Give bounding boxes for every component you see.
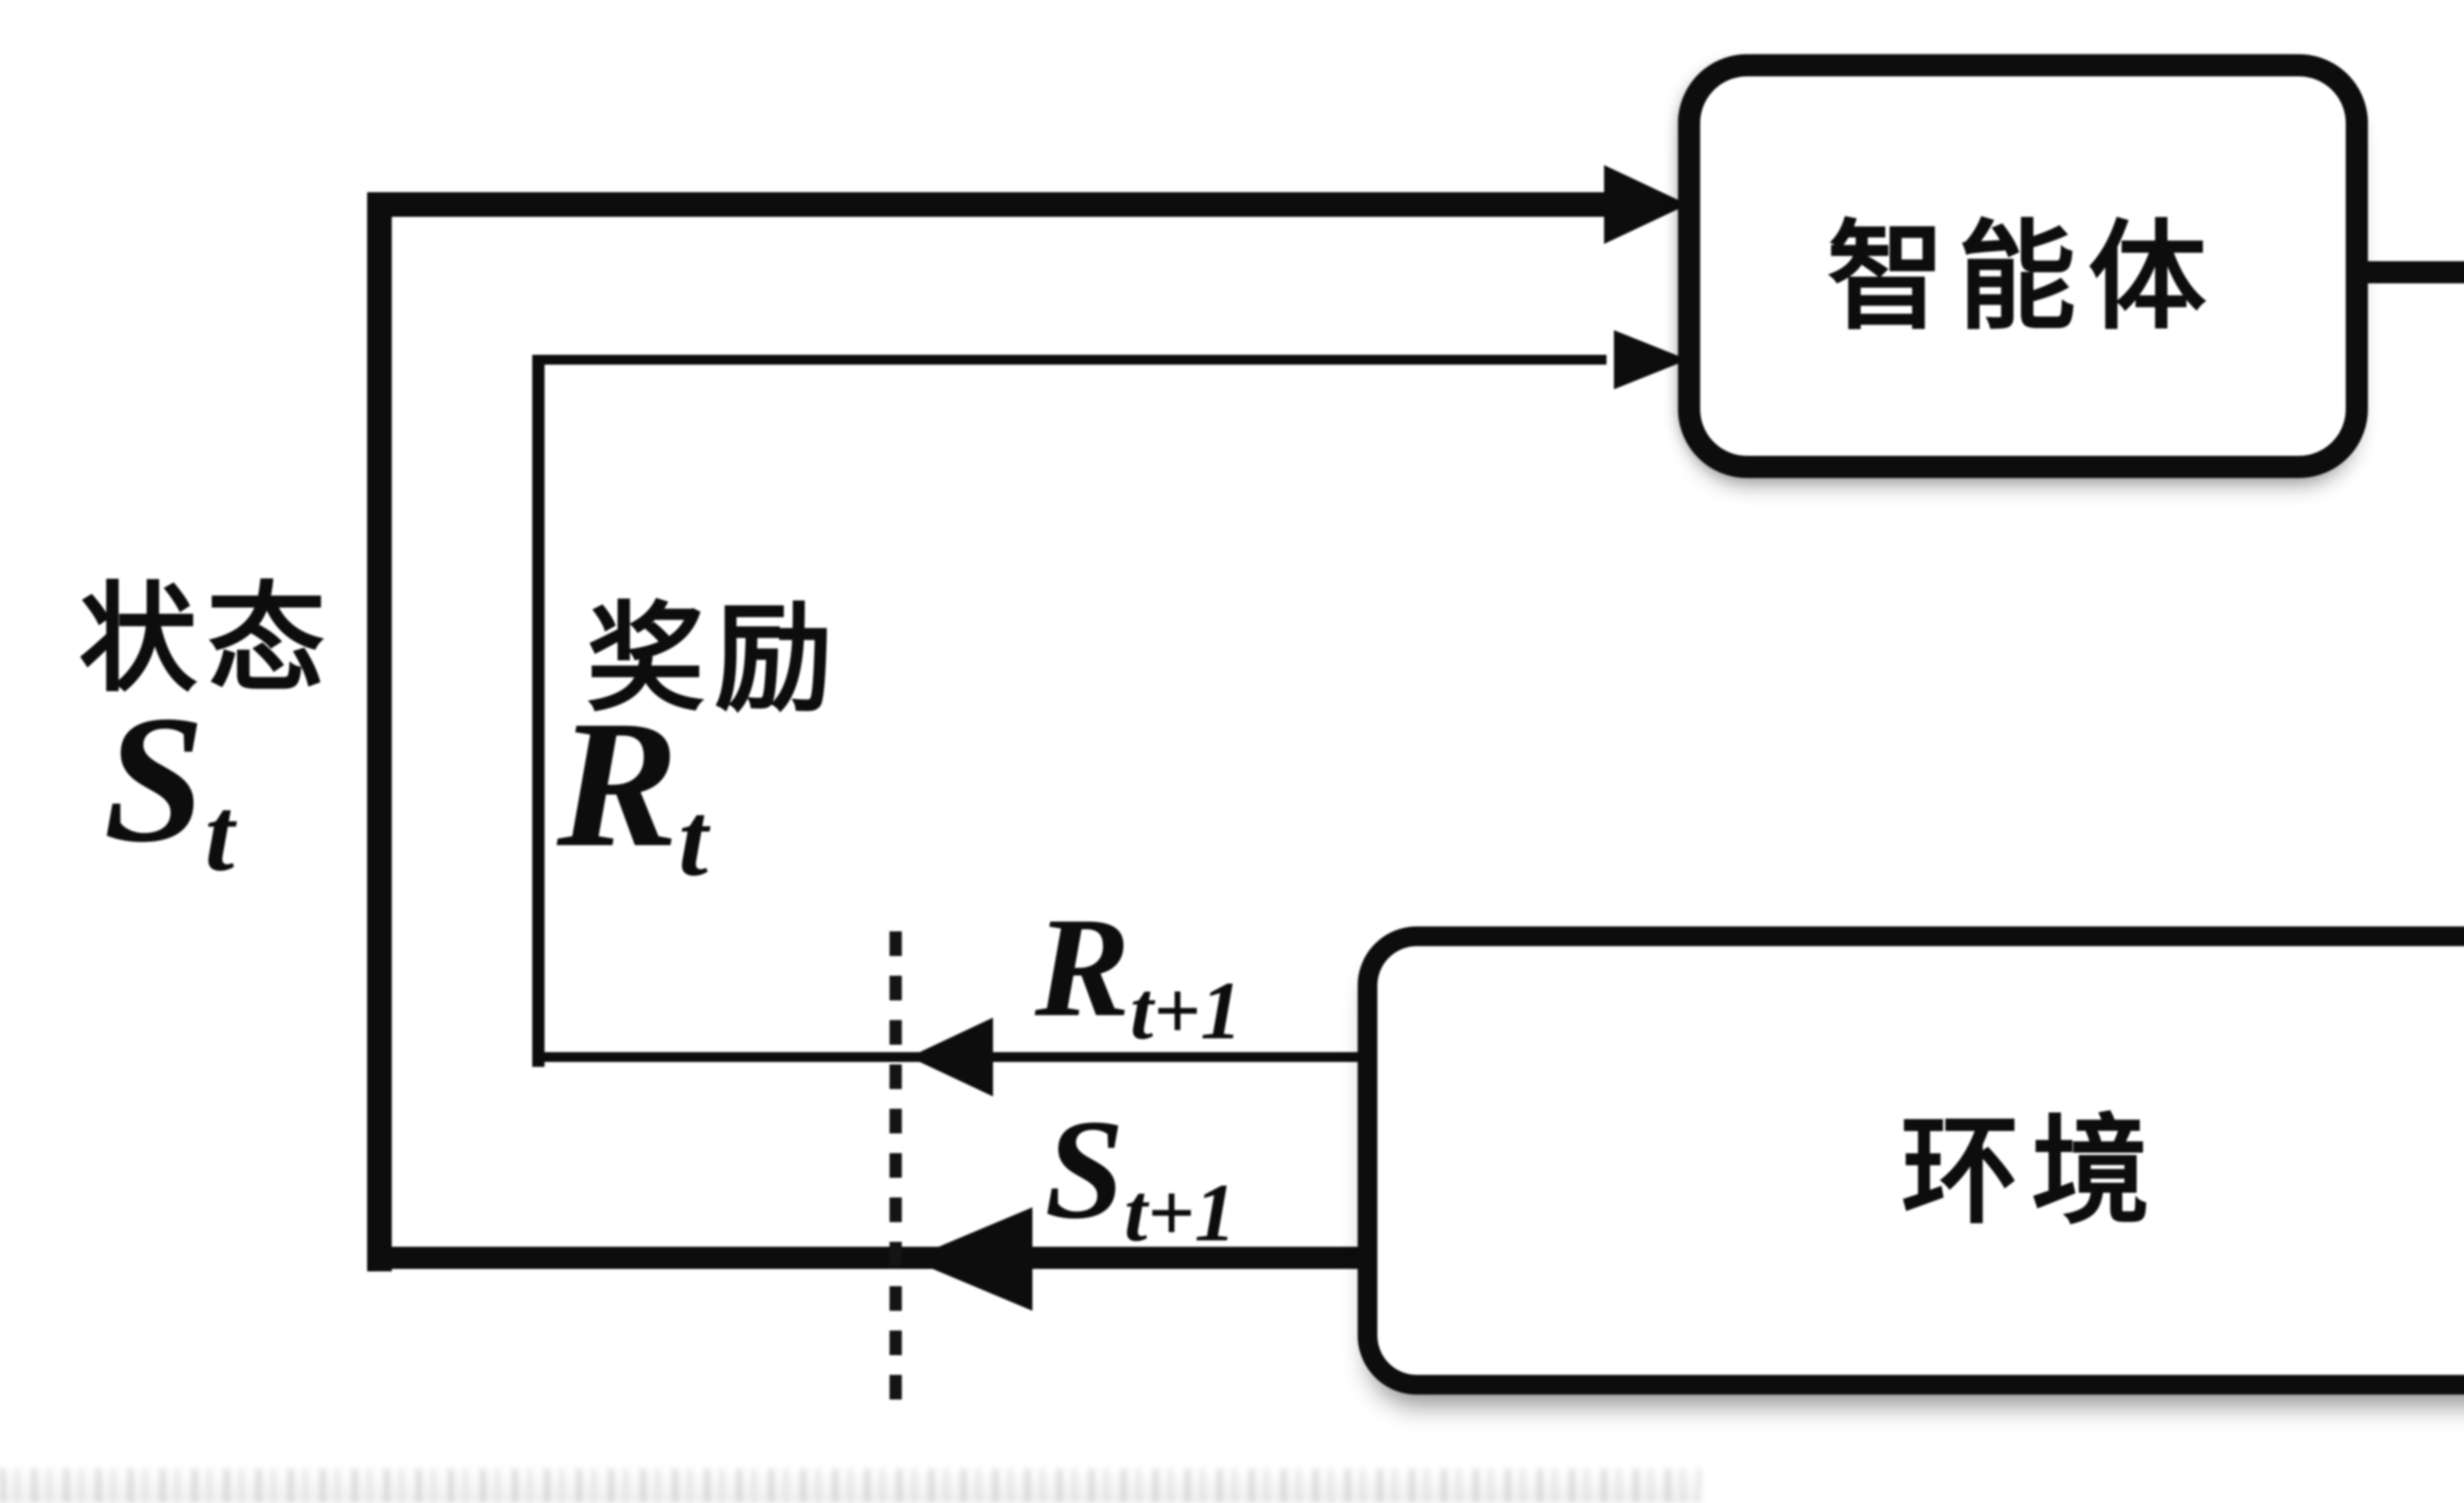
reward-line-left <box>532 355 545 1067</box>
agent-box: 智能体 <box>1678 54 2368 478</box>
environment-box: 环境 <box>1358 926 2464 1395</box>
state-symbol: St <box>103 690 234 892</box>
state-label: 状态 <box>79 577 336 707</box>
next-state-symbol-subscript: t+1 <box>1124 1169 1236 1261</box>
next-state-arrowhead-icon <box>909 1207 1032 1311</box>
next-reward-arrowhead-icon <box>909 1018 993 1096</box>
reward-symbol: Rt <box>557 695 708 897</box>
next-reward-symbol: Rt+1 <box>1035 896 1242 1059</box>
reward-into-agent-arrowhead-icon <box>1614 330 1688 389</box>
cropped-caption-artifact <box>0 1469 1700 1503</box>
action-line-top <box>2358 261 2464 283</box>
agent-box-label: 智能体 <box>1827 214 2219 345</box>
environment-box-label: 环境 <box>1901 1109 2162 1239</box>
next-state-symbol-main: S <box>1045 1089 1125 1249</box>
state-into-agent-arrowhead-icon <box>1604 165 1688 244</box>
state-line-top <box>367 192 1614 217</box>
reward-symbol-subscript: t <box>678 784 708 900</box>
next-state-line-bottom <box>367 1247 1380 1269</box>
next-reward-symbol-main: R <box>1035 887 1130 1047</box>
state-symbol-main: S <box>103 680 205 882</box>
reward-symbol-main: R <box>557 685 679 887</box>
reward-label: 奖励 <box>586 596 843 727</box>
next-state-symbol: St+1 <box>1045 1098 1236 1261</box>
time-step-dashed-line <box>890 931 902 1400</box>
reward-line-top <box>532 355 1607 365</box>
state-line-left <box>367 192 392 1271</box>
state-symbol-subscript: t <box>205 779 235 895</box>
next-reward-symbol-subscript: t+1 <box>1130 967 1242 1059</box>
